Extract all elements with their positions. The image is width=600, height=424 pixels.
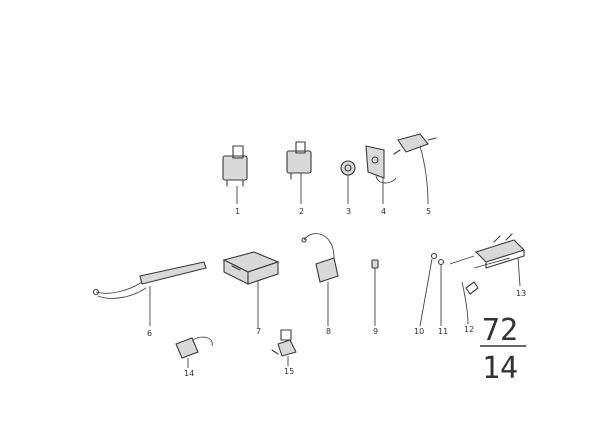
group-number: 72 14 xyxy=(480,313,526,386)
part-4-bracket[interactable] xyxy=(365,145,397,204)
callout-13: 13 xyxy=(516,289,526,298)
callout-3: 3 xyxy=(346,207,351,216)
callout-2: 2 xyxy=(299,207,304,216)
callout-5: 5 xyxy=(426,207,431,216)
part-14-plug[interactable] xyxy=(175,336,213,368)
callout-14: 14 xyxy=(184,369,194,378)
callout-6: 6 xyxy=(147,329,152,338)
callout-4: 4 xyxy=(381,207,386,216)
part-15-holder[interactable] xyxy=(271,329,297,366)
part-9-plug[interactable] xyxy=(371,259,379,326)
part-3-grommet[interactable] xyxy=(340,160,356,204)
callout-10: 10 xyxy=(414,327,424,336)
part-11-terminal[interactable] xyxy=(437,258,445,327)
part-5-connector[interactable] xyxy=(393,133,437,205)
part-12-clip[interactable] xyxy=(461,281,479,325)
part-7-control-unit[interactable] xyxy=(222,251,280,328)
callout-12: 12 xyxy=(464,325,474,334)
callout-15: 15 xyxy=(284,367,294,376)
callout-8: 8 xyxy=(326,327,331,336)
callout-9: 9 xyxy=(373,327,378,336)
part-13-terminal-strip[interactable] xyxy=(449,233,526,287)
part-6-cable-harness[interactable] xyxy=(92,261,207,326)
callout-11: 11 xyxy=(438,327,448,336)
part-10-terminal[interactable] xyxy=(419,252,438,327)
group-main-number: 72 xyxy=(482,313,518,348)
callout-7: 7 xyxy=(256,327,261,336)
part-1-relay[interactable] xyxy=(222,145,248,204)
part-8-switch[interactable] xyxy=(301,233,339,326)
part-2-relay[interactable] xyxy=(286,141,312,204)
group-sub-number: 14 xyxy=(482,351,518,386)
callout-1: 1 xyxy=(235,207,240,216)
